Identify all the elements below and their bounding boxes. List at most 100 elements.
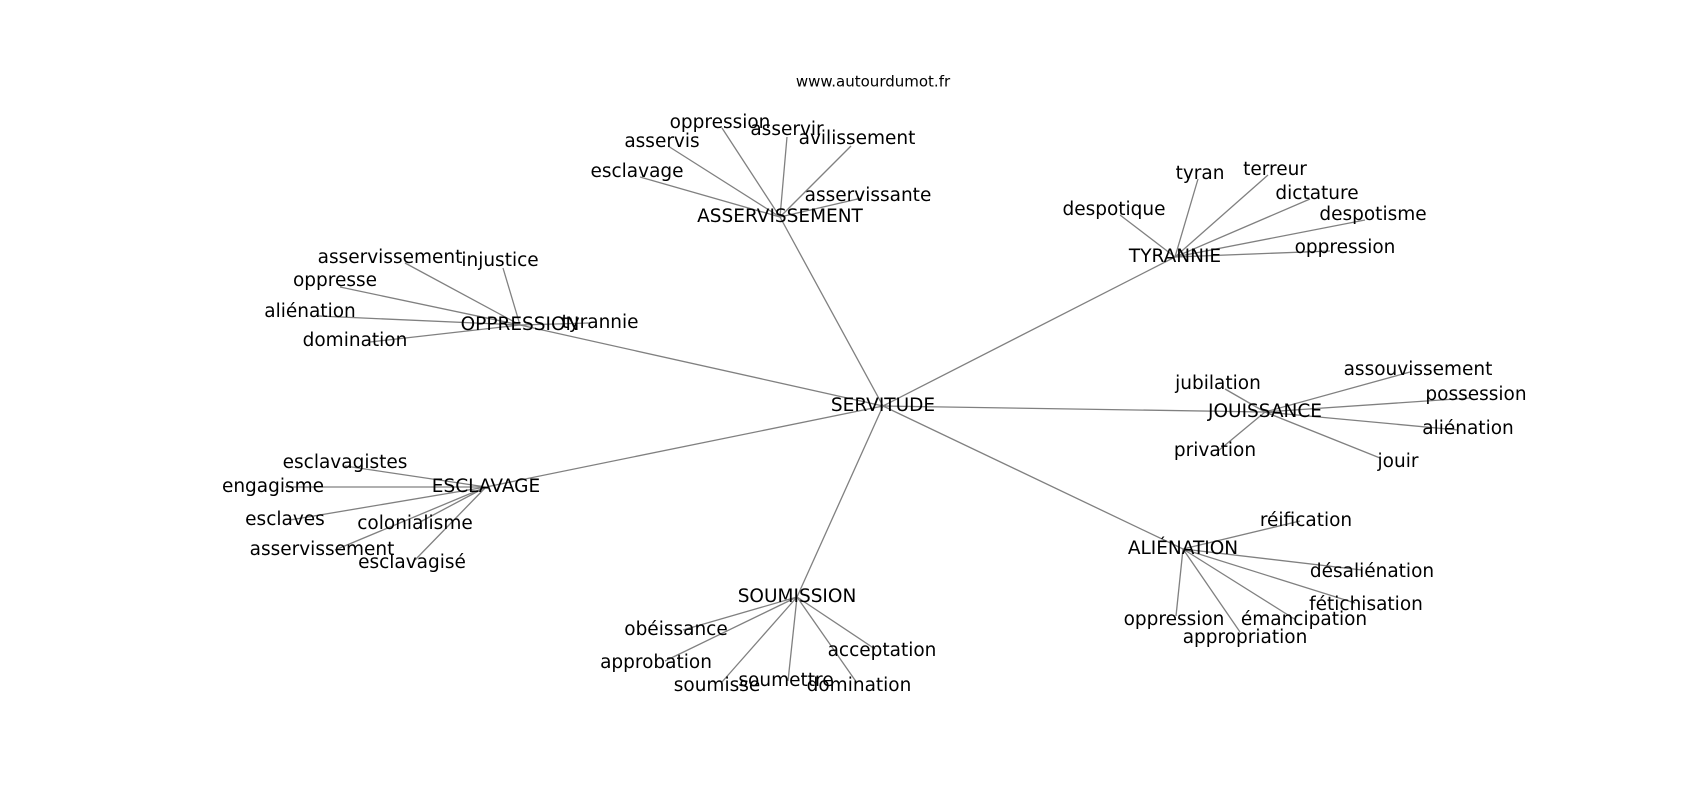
edge-center-esclavage [485, 405, 884, 488]
word-node[interactable]: possession [1425, 384, 1526, 405]
word-node[interactable]: soumettre [738, 670, 833, 691]
edge-tyrannie-2 [1174, 198, 1311, 258]
edge-soumission-2 [796, 596, 876, 650]
edge-center-asservissement [779, 216, 884, 407]
word-node[interactable]: engagisme [222, 476, 324, 497]
word-node[interactable]: fétichisation [1309, 594, 1423, 615]
word-node[interactable]: asservissement [250, 539, 395, 560]
word-node[interactable]: despotique [1062, 199, 1165, 220]
edge-tyrannie-4 [1174, 219, 1366, 258]
center-node[interactable]: SERVITUDE [831, 395, 935, 416]
edge-esclavage-3 [419, 486, 487, 523]
word-node[interactable]: assouvissement [1344, 359, 1493, 380]
word-node[interactable]: soumisse [674, 675, 761, 696]
word-node[interactable]: asservir [750, 119, 824, 140]
word-node[interactable]: jubilation [1174, 373, 1261, 394]
word-node[interactable]: émancipation [1241, 609, 1367, 630]
cluster-node-jouissance[interactable]: JOUISSANCE [1207, 401, 1322, 422]
edge-asservissement-1 [779, 136, 788, 218]
word-node[interactable]: obéissance [624, 619, 727, 640]
word-node[interactable]: asservis [624, 131, 699, 152]
edge-asservissement-3 [779, 145, 852, 218]
cluster-node-oppression[interactable]: OPPRESSION [461, 314, 580, 335]
word-node[interactable]: domination [303, 330, 408, 351]
graph-edges [285, 127, 1471, 684]
cluster-node-esclavage[interactable]: ESCLAVAGE [432, 476, 540, 497]
edge-center-alienation [882, 405, 1184, 550]
edge-soumission-0 [682, 596, 798, 631]
cluster-node-soumission[interactable]: SOUMISSION [738, 586, 857, 607]
edge-oppression-2 [339, 286, 521, 326]
word-node[interactable]: oppression [670, 112, 771, 133]
word-node[interactable]: asservissante [805, 185, 932, 206]
edge-asservissement-2 [667, 145, 781, 218]
edge-oppression-3 [317, 315, 521, 326]
edge-center-jouissance [882, 405, 1266, 413]
edge-asservissement-4 [639, 176, 781, 218]
edge-esclavage-5 [414, 486, 487, 561]
word-node[interactable]: terreur [1243, 159, 1307, 180]
edge-asservissement-0 [721, 127, 781, 218]
word-node[interactable]: esclavagisé [358, 552, 466, 573]
word-node[interactable]: appropriation [1183, 627, 1308, 648]
edge-jouissance-0 [1224, 388, 1266, 413]
edge-alienation-1 [1182, 548, 1363, 571]
word-node[interactable]: tyrannie [561, 312, 638, 333]
edge-tyrannie-3 [1119, 214, 1176, 258]
word-node[interactable]: approbation [600, 652, 712, 673]
word-node[interactable]: réification [1260, 510, 1352, 531]
word-node[interactable]: acceptation [828, 640, 937, 661]
edge-oppression-5 [369, 324, 521, 343]
edge-oppression-4 [519, 322, 591, 326]
edge-tyrannie-1 [1174, 174, 1269, 258]
word-node[interactable]: jouir [1377, 451, 1419, 472]
word-node[interactable]: asservissement [318, 247, 463, 268]
edge-alienation-0 [1182, 520, 1301, 550]
edge-oppression-0 [404, 262, 521, 326]
word-node[interactable]: désaliénation [1310, 561, 1434, 582]
edge-tyrannie-0 [1174, 178, 1199, 258]
word-node[interactable]: esclavagistes [283, 452, 408, 473]
edge-center-oppression [519, 324, 884, 407]
edge-alienation-5 [1182, 548, 1241, 633]
edge-soumission-1 [664, 596, 798, 662]
edge-esclavage-2 [289, 486, 487, 521]
edge-tyrannie-5 [1174, 250, 1331, 258]
edge-soumission-3 [721, 596, 798, 683]
cluster-node-asservissement[interactable]: ASSERVISSEMENT [697, 206, 863, 227]
word-node[interactable]: oppresse [293, 270, 377, 291]
cluster-node-tyrannie[interactable]: TYRANNIE [1128, 246, 1221, 267]
edge-alienation-4 [1182, 548, 1297, 621]
site-watermark: www.autourdumot.fr [796, 73, 951, 91]
word-node[interactable]: privation [1174, 440, 1256, 461]
word-node[interactable]: injustice [461, 250, 538, 271]
word-node[interactable]: aliénation [1422, 418, 1514, 439]
edge-center-tyrannie [882, 256, 1176, 407]
word-node[interactable]: tyran [1176, 163, 1225, 184]
word-node[interactable]: colonialisme [357, 513, 472, 534]
edge-esclavage-0 [344, 465, 487, 488]
edge-soumission-5 [796, 596, 858, 684]
cluster-node-alienation[interactable]: ALIÉNATION [1128, 537, 1238, 559]
edge-oppression-1 [502, 267, 521, 326]
word-node[interactable]: dictature [1275, 183, 1358, 204]
edge-jouissance-4 [1217, 411, 1266, 452]
word-node[interactable]: aliénation [264, 301, 356, 322]
edge-center-soumission [796, 405, 884, 598]
edge-alienation-2 [1182, 548, 1356, 604]
edge-jouissance-2 [1264, 397, 1471, 413]
edge-soumission-4 [787, 596, 798, 682]
word-node[interactable]: oppression [1295, 237, 1396, 258]
word-node[interactable]: esclaves [245, 509, 325, 530]
graph-labels: www.autourdumot.fr SERVITUDE oppressiona… [222, 73, 1527, 697]
edge-jouissance-1 [1264, 371, 1411, 413]
edge-jouissance-3 [1264, 411, 1459, 431]
edge-alienation-3 [1175, 548, 1184, 617]
edge-jouissance-5 [1264, 411, 1381, 459]
word-node[interactable]: esclavage [590, 161, 683, 182]
word-node[interactable]: despotisme [1319, 204, 1426, 225]
word-node[interactable]: domination [807, 675, 912, 696]
word-node[interactable]: avilissement [799, 128, 916, 149]
word-node[interactable]: oppression [1124, 609, 1225, 630]
